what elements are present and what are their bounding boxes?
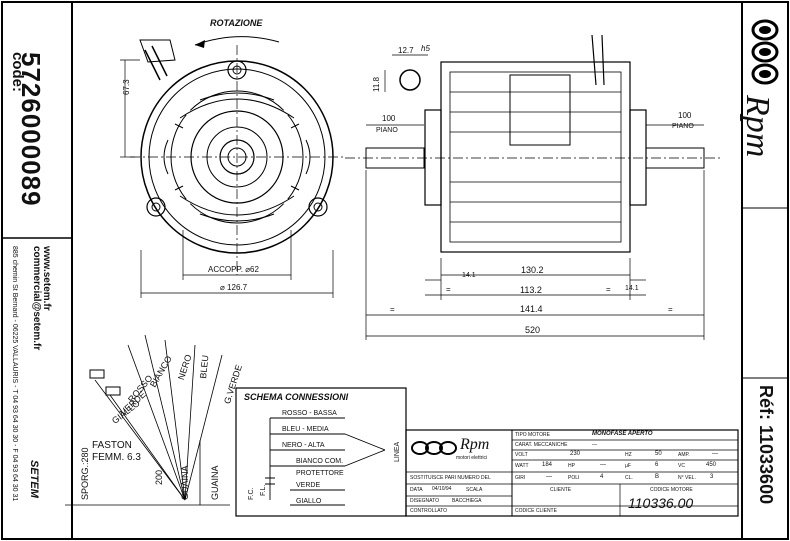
tb-vc-value: 450 [706,462,717,468]
tb-hz-value: 50 [655,451,662,457]
dim-100-right: 100 [678,111,692,120]
tb-tipo-value: MONOFASE APERTO [592,431,653,437]
tb-poli-value: 4 [600,474,604,480]
tb-tipo-label: TIPO MOTORE [515,432,550,438]
dim-200: 200 [154,469,164,485]
tb-vel-value: 3 [710,474,714,480]
address-text: 885 chemin St Bernard - 06225 VALLAURIS … [11,246,18,502]
schema-bianco: BIANCO COM. [296,458,344,465]
schema-rosso: ROSSO - BASSA [282,410,337,417]
dim-100-left: 100 [382,114,396,123]
tb-giri-label: GIRI [515,475,526,481]
tb-uf-label: µF [625,463,631,469]
dim-12-7: 12.7 [398,46,414,55]
tb-amp-value: — [712,451,718,457]
side-view-dimensions [365,124,705,340]
piano-right: PIANO [672,123,694,130]
schema-wiring [265,417,386,506]
rotation-label: ROTAZIONE [210,18,263,28]
tb-amp-label: AMP. [678,452,690,458]
tb-uf-value: 6 [655,462,659,468]
accopp-label: ACCOPP. ⌀62 [208,265,259,274]
tb-hz-label: HZ [625,452,632,458]
tb-brand: Rpm [460,436,490,453]
schema-giallo: GIALLO [296,498,322,505]
faston-label: FASTON [92,440,132,451]
schema-linea: LINEA [394,441,401,462]
motor-front-view [130,39,345,275]
dim-14-1-a: 14.1 [462,272,476,279]
piano-left: PIANO [376,127,398,134]
guaina-label-2: GUAINA [210,465,220,500]
tb-watt-label: WATT [515,463,529,469]
email-text[interactable]: commercial@setem.fr [31,246,42,351]
tb-hp-value: — [600,462,606,468]
tb-volt-value: 230 [570,451,581,457]
tb-disegnato-value: BACCHIEGA [452,498,482,504]
title-block-rpm-logo [411,441,457,455]
tb-hp-label: HP [568,463,575,469]
tb-volt-label: VOLT [515,452,528,458]
website-text[interactable]: www.setem.fr [41,246,52,311]
eq-mark-2: = [668,305,673,314]
wire-bundle [65,334,230,506]
rotation-arrow [194,36,280,46]
dim-130-2: 130.2 [521,265,544,275]
tb-controllato-label: CONTROLLATO [410,508,448,514]
tb-cl-value: B [655,474,660,480]
schema-nero: NERO - ALTA [282,442,325,449]
ref-label: Réf: 11033600 [756,385,776,505]
front-view-dimensions [120,59,334,298]
title-block-grid [405,429,739,517]
tb-data-value: 04/10/94 [432,486,452,492]
dia-126-7: ⌀ 126.7 [220,283,248,292]
tb-disegnato-label: DISEGNATO [410,498,439,504]
schema-title: SCHEMA CONNESSIONI [244,392,349,402]
rpm-logo-rings [751,19,779,85]
schema-fl: F.L. [260,484,267,496]
schema-verde: VERDE [296,482,321,489]
tb-giri-value: — [546,474,552,480]
tb-brand-sub: motori elettrici [456,455,488,461]
tb-poli-label: POLI [568,475,580,481]
schema-fc: F.C. [248,487,255,500]
tb-watt-value: 184 [542,462,553,468]
tb-codice-motore-value: 110336.00 [628,495,694,511]
eq-mark-1: = [390,305,395,314]
motor-side-view [345,34,720,253]
tb-codice-motore-label: CODICE MOTORE [650,487,693,493]
eq-mark-4: = [606,285,611,294]
tb-carat-label: CARAT. MECCANICHE [515,442,568,448]
dim-14-1-b: 14.1 [625,285,639,292]
tol-h5: h5 [421,44,430,53]
dim-67-3: 67.3 [122,79,131,95]
dim-11-8: 11.8 [372,77,381,92]
setem-logo: SETEM [28,460,40,498]
brand-rpm: Rpm [739,95,776,158]
schema-protettore: PROTETTORE [296,470,344,477]
tb-sostituisce: SOSTITUISCE PARI NUMERO DEL [410,475,491,481]
eq-mark-3: = [446,285,451,294]
femm-label: FEMM. 6.3 [92,452,141,463]
tb-codice-cliente-label: CODICE CLIENTE [515,508,557,514]
dim-113-2: 113.2 [520,285,542,295]
tb-cliente-label: CLIENTE [550,487,572,493]
schema-bleu: BLEU - MEDIA [282,426,329,433]
tb-scala-label: SCALA [466,487,483,493]
tb-carat-value: — [592,442,597,448]
guaina-label: GUAINA [180,465,190,500]
tb-vel-label: N° VEL. [678,475,696,481]
dim-520: 520 [525,325,541,335]
tb-vc-label: VC [678,463,685,469]
code-value: 5726000089 [16,52,46,207]
tb-data-label: DATA [410,487,423,493]
tb-cl-label: CL. [625,475,633,481]
sporg-label: SPORG.:280 [80,447,90,500]
dim-141-4: 141.4 [520,304,543,314]
